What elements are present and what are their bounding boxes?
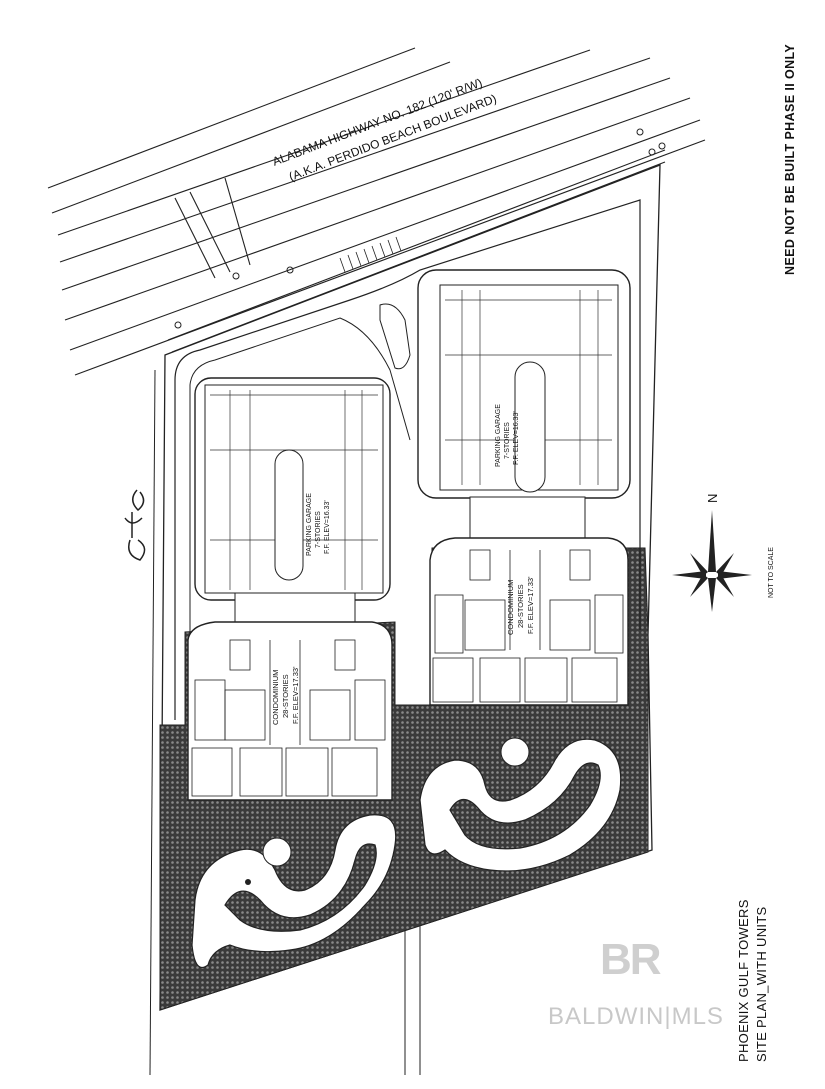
condo2-label-3: F.F. ELEV=17.33' <box>526 576 535 634</box>
garage2-label-2: 7-STORIES <box>504 422 511 459</box>
condo2-label-2: 28-STORIES <box>516 584 525 628</box>
parking-garage-1: PARKING GARAGE 7-STORIES F.F. ELEV=16.33… <box>194 377 391 624</box>
plan-title: PHOENIX GULF TOWERS <box>736 899 751 1062</box>
plan-subtitle: SITE PLAN_WITH UNITS <box>754 906 769 1062</box>
condo2-label-1: CONDOMINIUM <box>506 580 515 635</box>
parking-garage-2: PARKING GARAGE 7-STORIES F.F. ELEV=16.33… <box>417 269 631 540</box>
ornament-symbol <box>124 489 146 561</box>
lazy-river-pool-1 <box>191 814 397 969</box>
phase-note: NEED NOT BE BUILT PHASE II ONLY <box>783 43 797 275</box>
condominium-tower-2: CONDOMINIUM 28-STORIES F.F. ELEV=17.33' <box>429 537 629 706</box>
garage2-label-3: F.F. ELEV=16.33' <box>513 411 520 465</box>
north-label: N <box>705 494 720 503</box>
road-hatching <box>339 236 402 273</box>
condo1-label-2: 28-STORIES <box>281 674 290 718</box>
garage1-label-1: PARKING GARAGE <box>306 493 313 556</box>
condominium-tower-1: CONDOMINIUM 28-STORIES F.F. ELEV=17.33' <box>187 621 393 801</box>
garage1-label-3: F.F. ELEV=16.33' <box>324 500 331 554</box>
north-arrow-icon: N <box>672 494 752 612</box>
lazy-river-pool-2 <box>419 738 622 872</box>
baldwin-logo-icon: BR <box>600 935 662 984</box>
condo1-label-1: CONDOMINIUM <box>271 670 280 725</box>
not-to-scale-label: NOT TO SCALE <box>768 547 775 598</box>
road-symbols <box>174 128 666 329</box>
condo1-label-3: F.F. ELEV=17.33' <box>291 666 300 724</box>
garage1-label-2: 7-STORIES <box>315 511 322 548</box>
watermark-text: BALDWIN|MLS <box>548 1003 724 1030</box>
driveway-loop <box>174 199 641 720</box>
garage2-label-1: PARKING GARAGE <box>495 404 502 467</box>
highway <box>47 47 706 376</box>
